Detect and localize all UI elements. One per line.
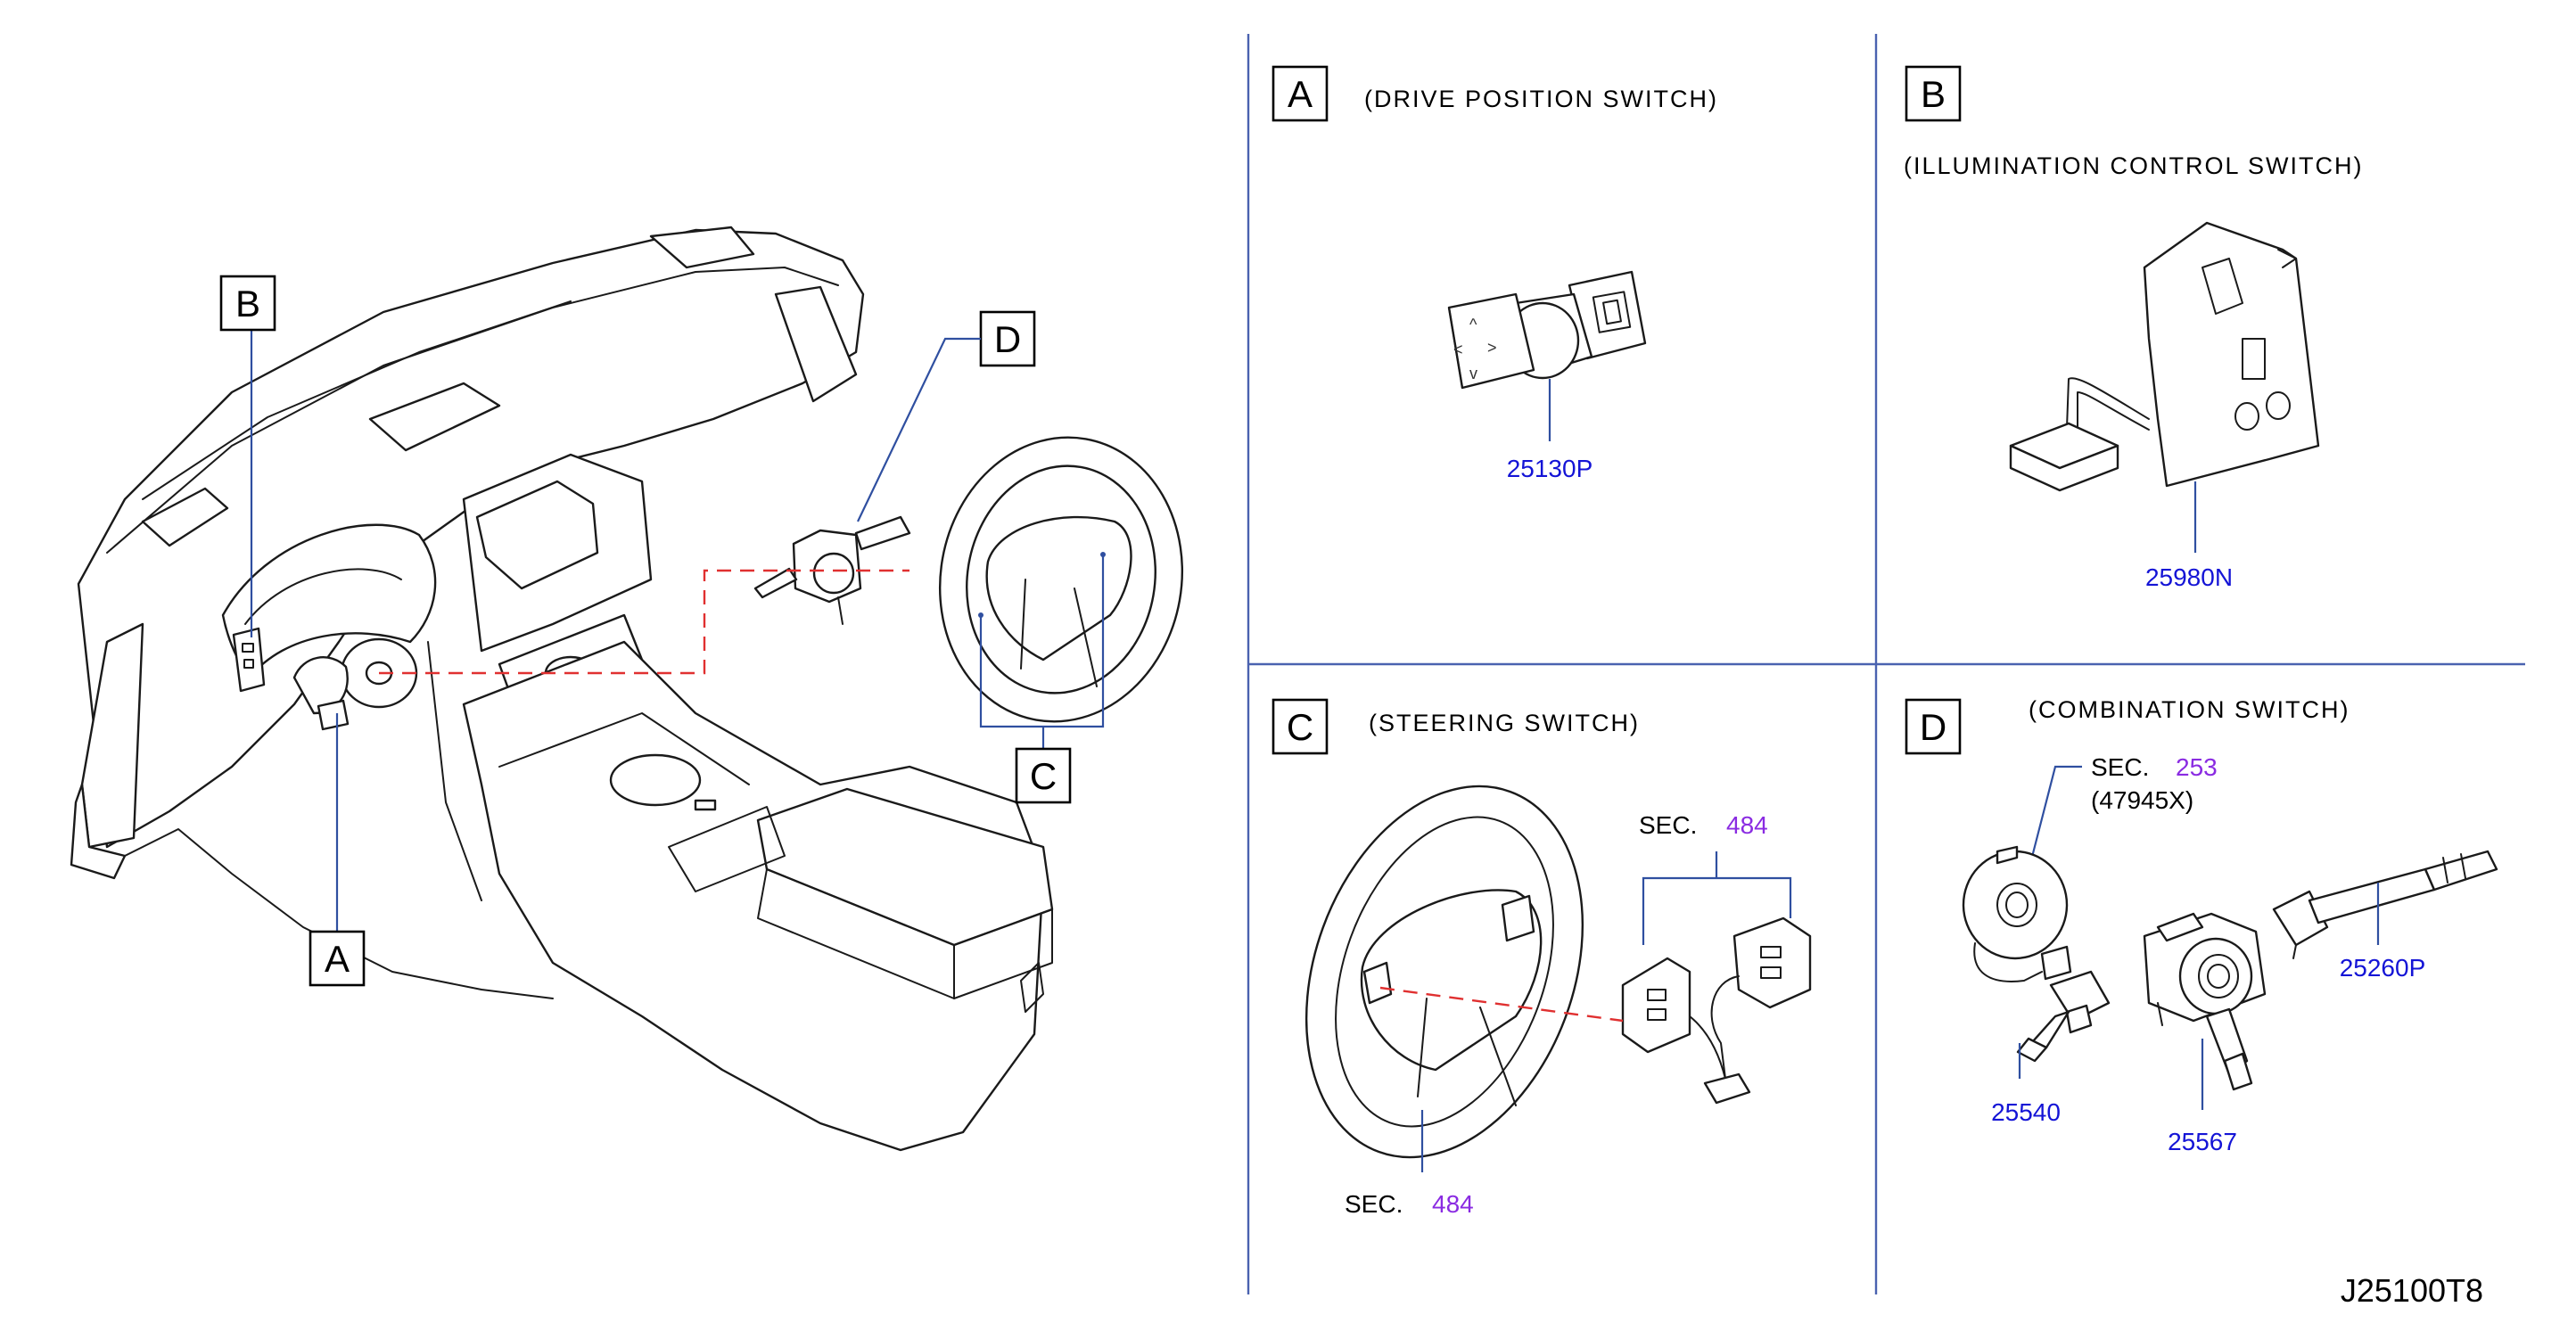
illumination-control-switch-illustration [2009,221,2320,492]
steering-wheel-overview [938,436,1184,723]
section-label-top: SEC. [1639,811,1697,839]
panel-A-letter: A [1288,73,1313,115]
callout-B-label: B [235,283,260,325]
part-number-25260P[interactable]: 25260P [2340,954,2426,982]
steering-wheel-detail-illustration [1304,785,1584,1159]
combination-switch-overview [753,515,911,625]
svg-text:>: > [1487,339,1497,357]
panel-D: D (COMBINATION SWITCH) SEC. 253 (47945X) [1905,696,2498,1155]
combination-switch-body-illustration [2143,912,2267,1091]
lever-25260P-illustration [2272,850,2498,959]
svg-text:^: ^ [1469,316,1477,333]
svg-text:<: < [1453,341,1463,358]
svg-text:v: v [1469,365,1477,382]
callout-D-overview[interactable]: D [979,310,1036,367]
callout-D-label: D [994,318,1021,360]
diagram-code: J25100T8 [2341,1272,2483,1309]
panel-B: B (ILLUMINATION CONTROL SWITCH) 25980N [1904,65,2364,591]
section-sub-47945X: (47945X) [2091,786,2193,814]
part-number-25980N[interactable]: 25980N [2145,563,2233,591]
drive-position-switch-illustration: ^ v < > [1447,270,1647,390]
callout-B-overview[interactable]: B [219,275,276,332]
part-number-25130P[interactable]: 25130P [1507,455,1593,482]
steering-switch-detail-illustration [1621,916,1812,1105]
section-number-253[interactable]: 253 [2176,753,2218,781]
panel-A-title: (DRIVE POSITION SWITCH) [1364,86,1718,112]
switch-assy-25540-illustration [2016,970,2111,1063]
callout-C-overview[interactable]: C [1015,747,1072,804]
section-number-484-top[interactable]: 484 [1726,811,1768,839]
section-label-253: SEC. [2091,753,2149,781]
panel-D-title: (COMBINATION SWITCH) [2029,696,2350,723]
part-number-25540[interactable]: 25540 [1991,1098,2061,1126]
callout-A-label: A [325,938,350,980]
panel-C-letter: C [1287,706,1313,748]
callout-A-overview[interactable]: A [309,930,366,987]
section-label-bottom: SEC. [1345,1190,1403,1218]
panel-B-title: (ILLUMINATION CONTROL SWITCH) [1904,152,2364,179]
panel-D-letter: D [1920,706,1946,748]
panel-B-letter: B [1921,73,1946,115]
section-number-484-bottom[interactable]: 484 [1432,1190,1474,1218]
panel-C-title: (STEERING SWITCH) [1369,710,1640,736]
panel-A: A (DRIVE POSITION SWITCH) ^ v < > 25130P [1272,65,1718,482]
part-number-25567[interactable]: 25567 [2168,1128,2237,1155]
dashboard-illustration [70,226,1054,1152]
panel-grid [1247,34,2525,1294]
spiral-cable-illustration [1962,845,2072,982]
panel-C: C (STEERING SWITCH) SEC. 484 [1272,698,1812,1218]
callout-C-label: C [1030,755,1057,797]
